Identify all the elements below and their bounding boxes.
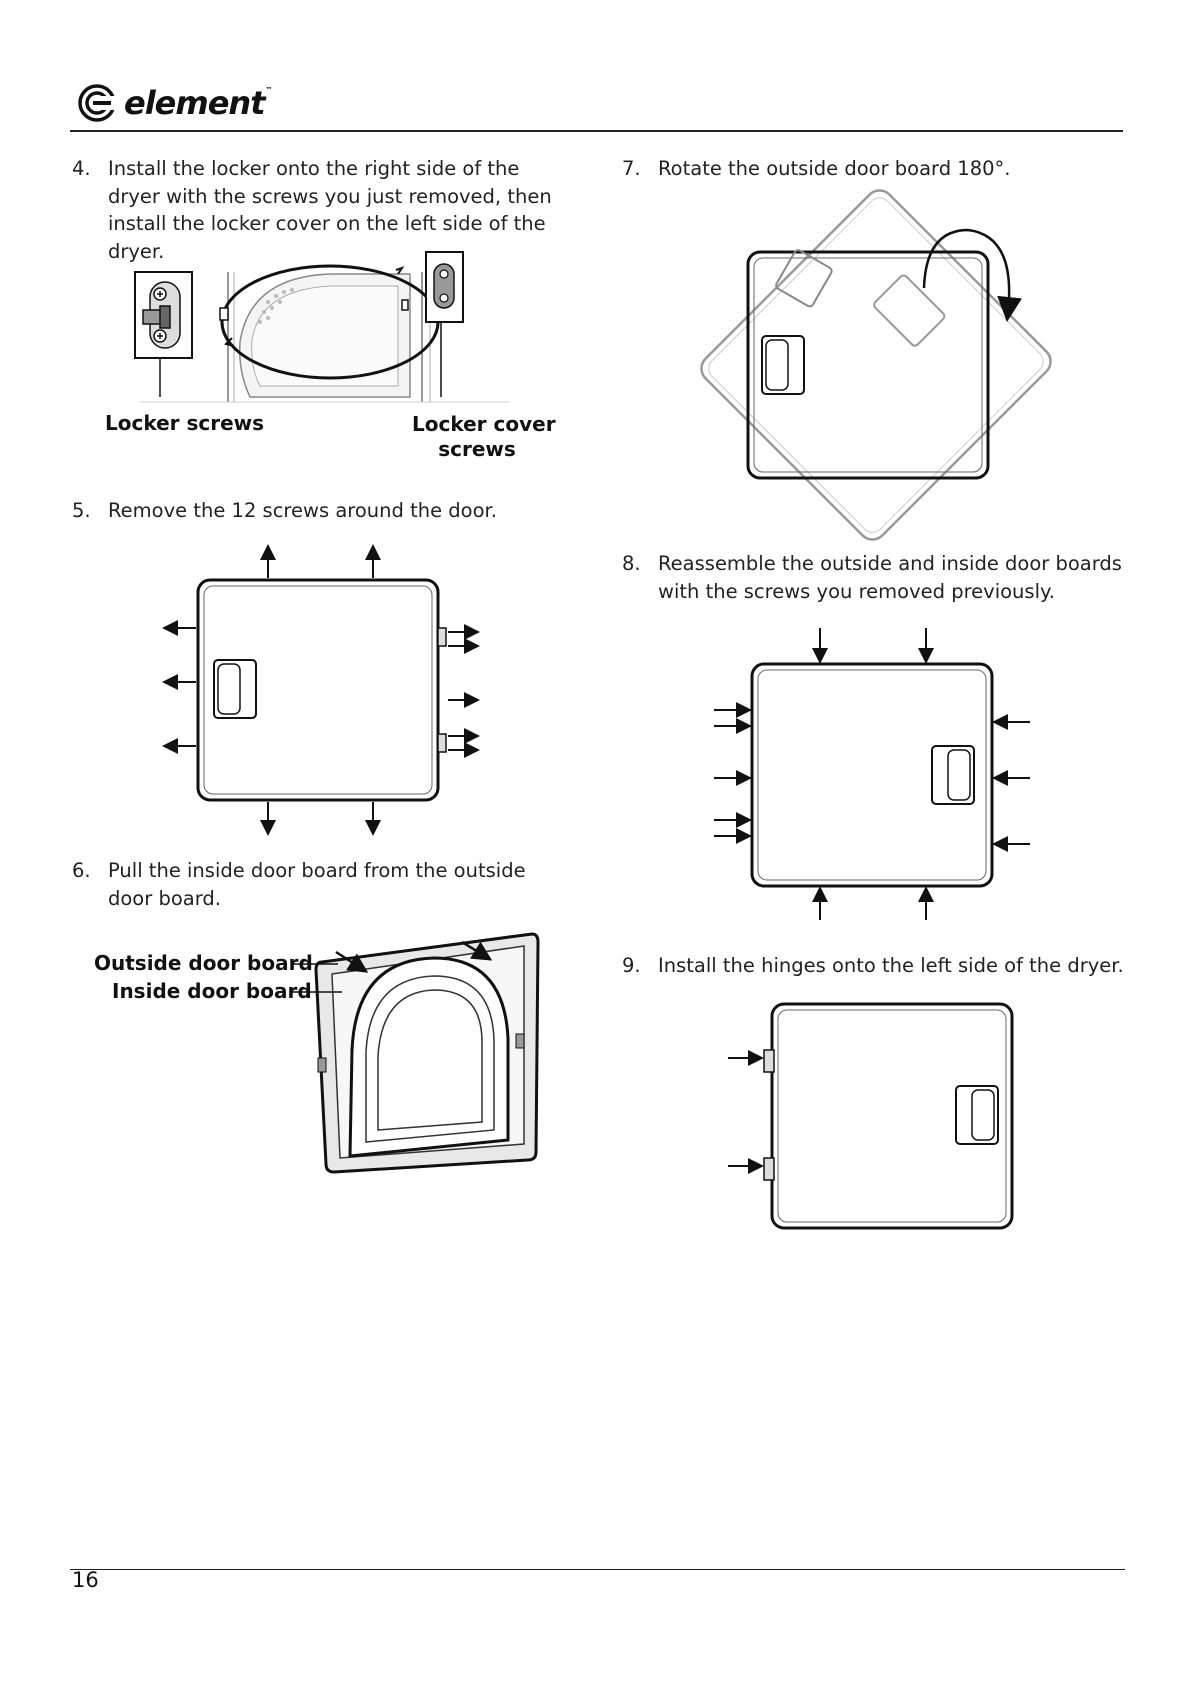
brand-logo: element™ [76,80,273,126]
install-hinges-figure [728,1002,1014,1230]
element-logo-icon [78,84,117,122]
reassemble-figure [714,628,1030,920]
rotate-board-figure [700,189,1052,541]
label-leader-lines [292,963,342,993]
remove-screws-figure [162,544,480,836]
inside-door-board-label: Inside door board [112,979,312,1003]
outside-door-board-label: Outside door board [94,951,313,975]
locker-screws-label: Locker screws [105,411,265,435]
page-number: 16 [72,1568,99,1592]
footer-rule [70,1569,1125,1570]
header-rule [70,130,1123,132]
pull-inside-board-figure [314,932,540,1174]
brand-name: element™ [124,84,273,122]
locker-figure [134,251,510,403]
locker-cover-screws-label: Locker cover screws [412,412,556,461]
